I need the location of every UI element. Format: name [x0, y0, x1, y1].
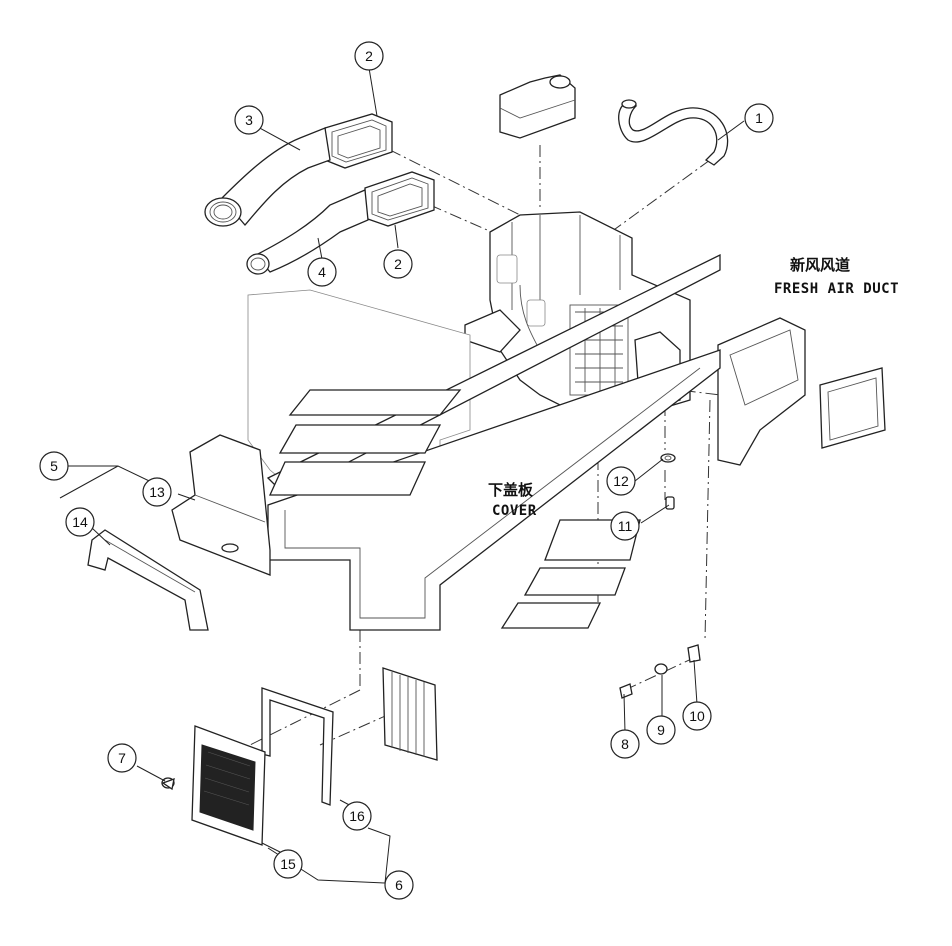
svg-text:5: 5: [50, 458, 58, 474]
callout-2-bottom[interactable]: 2: [383, 249, 413, 279]
svg-text:10: 10: [689, 708, 705, 724]
knob-7: [161, 777, 175, 791]
svg-text:1: 1: [755, 110, 763, 126]
duct-adapter-lower: [364, 171, 435, 227]
drain-hose: [618, 99, 729, 166]
screw-8: [619, 683, 633, 699]
fresh-air-duct-label-cn: 新风风道: [790, 256, 850, 274]
side-handle: [87, 529, 209, 631]
lower-cover: [266, 253, 721, 631]
callout-14[interactable]: 14: [65, 507, 95, 537]
svg-text:2: 2: [365, 48, 373, 64]
svg-text:8: 8: [621, 736, 629, 752]
side-duct: [171, 434, 271, 576]
callout-11[interactable]: 11: [610, 511, 640, 541]
svg-text:14: 14: [72, 514, 88, 530]
fresh-air-duct-label-en: FRESH AIR DUCT: [774, 281, 899, 297]
callout-15[interactable]: 15: [273, 849, 303, 879]
cover-label-cn: 下盖板: [488, 481, 534, 499]
callout-6[interactable]: 6: [384, 870, 414, 900]
callout-10[interactable]: 10: [682, 701, 712, 731]
grille-panel: [191, 725, 266, 846]
svg-text:16: 16: [349, 808, 365, 824]
duct-hose-lower: [246, 189, 369, 275]
clip-10: [687, 644, 701, 663]
screw-11: [665, 496, 675, 510]
svg-text:2: 2: [394, 256, 402, 272]
callout-1[interactable]: 1: [744, 103, 774, 133]
callout-12[interactable]: 12: [606, 466, 636, 496]
duct-adapter-upper: [324, 113, 393, 169]
vent-louver: [382, 667, 438, 761]
callouts: 1 2 2 3 4 5 6 7: [39, 41, 774, 900]
callout-8[interactable]: 8: [610, 729, 640, 759]
callout-13[interactable]: 13: [142, 477, 172, 507]
callout-5[interactable]: 5: [39, 451, 69, 481]
svg-text:9: 9: [657, 722, 665, 738]
duct-hose-upper: [204, 127, 331, 227]
svg-text:15: 15: [280, 856, 296, 872]
svg-text:6: 6: [395, 877, 403, 893]
washer-12: [660, 453, 676, 463]
callout-3[interactable]: 3: [234, 105, 264, 135]
svg-text:12: 12: [613, 473, 629, 489]
filter-cover: [499, 74, 576, 139]
cover-label-en: COVER: [492, 503, 537, 519]
hvac-unit: [464, 211, 691, 416]
callout-4[interactable]: 4: [307, 257, 337, 287]
callout-16[interactable]: 16: [342, 801, 372, 831]
svg-text:4: 4: [318, 264, 326, 280]
washer-9: [654, 663, 668, 675]
callout-9[interactable]: 9: [646, 715, 676, 745]
svg-text:7: 7: [118, 750, 126, 766]
callout-7[interactable]: 7: [107, 743, 137, 773]
svg-text:13: 13: [149, 484, 165, 500]
svg-text:11: 11: [618, 518, 633, 534]
callout-2-top[interactable]: 2: [354, 41, 384, 71]
gasket-frame: [261, 687, 334, 806]
svg-text:3: 3: [245, 112, 253, 128]
fresh-air-duct: [717, 317, 886, 466]
